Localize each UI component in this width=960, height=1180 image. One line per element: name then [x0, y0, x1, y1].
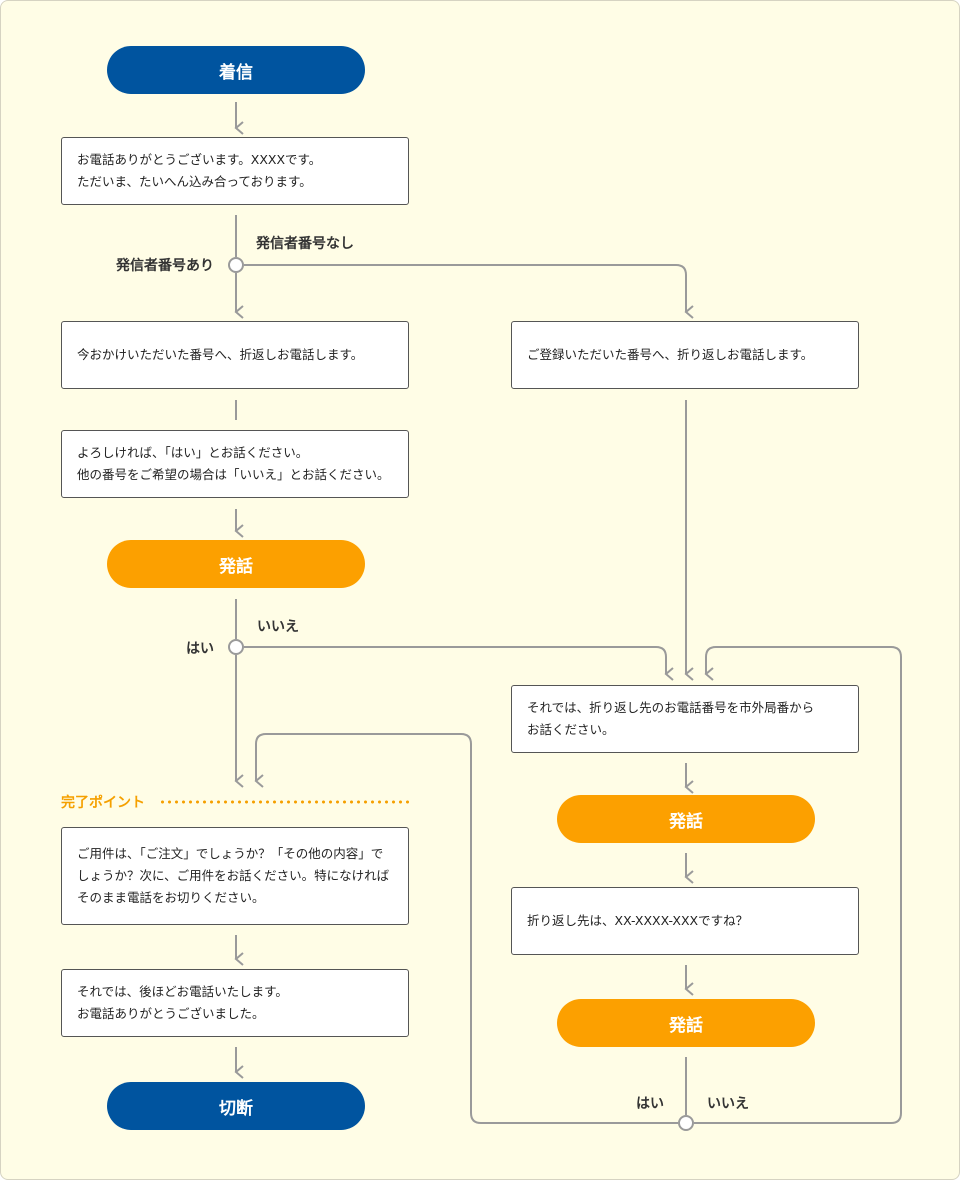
label-no-1: いいえ	[257, 619, 299, 635]
box-callback-registered: ご登録いただいた番号へ、折り返しお電話します。	[511, 321, 859, 389]
pill-speak-3: 発話	[557, 999, 815, 1047]
label-has-caller-id: 発信者番号あり	[116, 258, 214, 274]
box-closing: それでは、後ほどお電話いたします。 お電話ありがとうございました。	[61, 969, 409, 1037]
box-callback-this-number: 今おかけいただいた番号へ、折返しお電話します。	[61, 321, 409, 389]
pill-speak-1: 発話	[107, 540, 365, 588]
arrow-branch-1-no	[244, 264, 694, 319]
label-no-caller-id: 発信者番号なし	[256, 236, 354, 252]
box-greeting: お電話ありがとうございます。XXXXです。 ただいま、たいへん込み合っております…	[61, 137, 409, 205]
label-yes-1: はい	[186, 641, 214, 657]
box-confirm-number: 折り返し先は、XX-XXXX-XXXですね？	[511, 887, 859, 955]
box-ask-number: それでは、折り返し先のお電話番号を市外局番から お話ください。	[511, 685, 859, 753]
end-disconnect: 切断	[107, 1082, 365, 1130]
label-yes-2: はい	[636, 1096, 664, 1112]
box-confirm: よろしければ、「はい」とお話ください。 他の番号をご希望の場合は「いいえ」とお話…	[61, 430, 409, 498]
arrow-branch-3-no-loop	[694, 646, 902, 1124]
branch-node-confirm	[228, 639, 244, 655]
start-incoming-call: 着信	[107, 46, 365, 94]
arrow-branch-2-no	[244, 646, 674, 681]
pill-speak-2: 発話	[557, 795, 815, 843]
label-no-2: いいえ	[707, 1096, 749, 1112]
completion-point-label: 完了ポイント	[61, 795, 145, 811]
box-purpose: ご用件は、「ご注文」でしょうか？「その他の内容」で しょうか？次に、ご用件をお話…	[61, 827, 409, 925]
branch-node-confirm-number	[678, 1115, 694, 1131]
branch-node-caller-id	[228, 257, 244, 273]
arrow-branch-3-yes-loop	[254, 733, 678, 1124]
completion-point-dotted-line	[159, 800, 413, 804]
